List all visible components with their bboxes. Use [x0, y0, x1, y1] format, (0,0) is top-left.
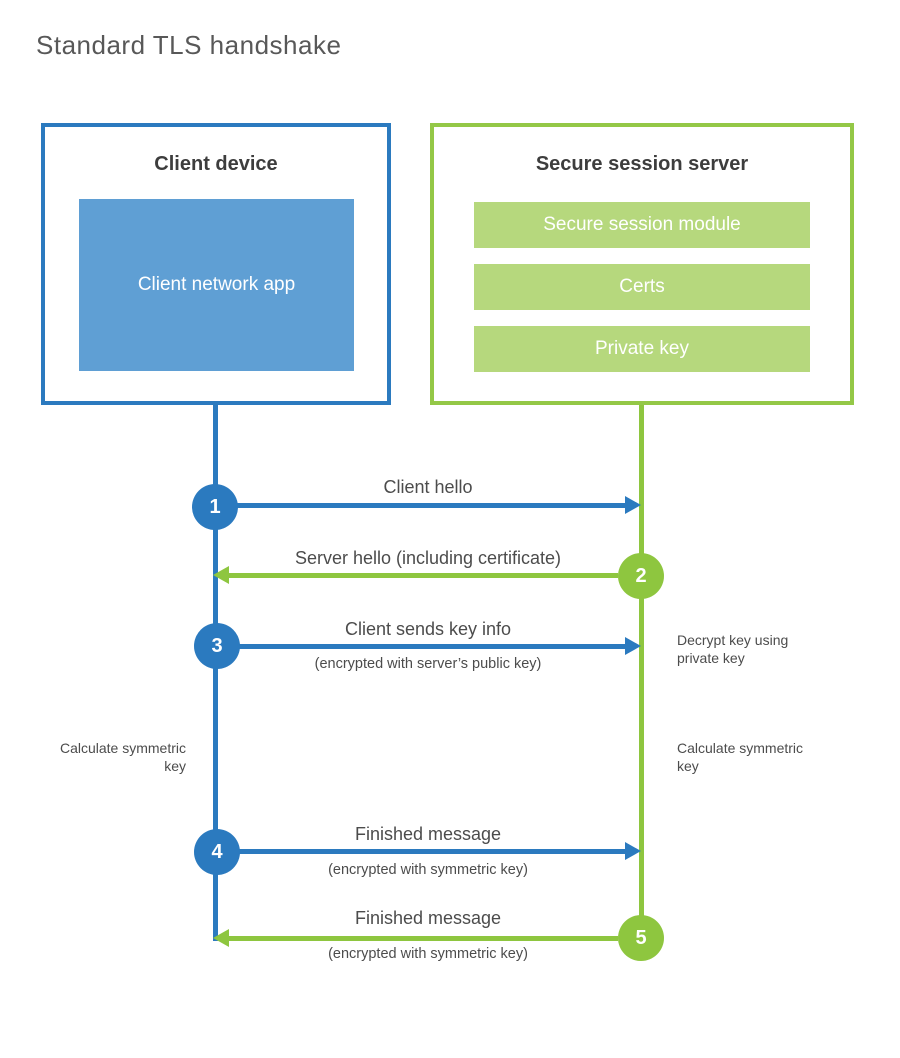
message-label-finished-client: Finished message	[354, 824, 502, 844]
arrowhead-right-icon	[625, 842, 641, 860]
client-device-title: Client device	[154, 153, 278, 175]
arrowhead-right-icon	[625, 496, 641, 514]
note-calculate-symmetric-key-right: Calculate symmetric key	[677, 740, 804, 775]
step-badge-5: 5	[618, 915, 664, 961]
arrowhead-right-icon	[625, 637, 641, 655]
server-module-secure-session: Secure session module	[474, 202, 810, 248]
note-calculate-symmetric-key-left: Calculate symmetric key	[59, 740, 186, 775]
step-badge-2: 2	[618, 553, 664, 599]
step-badge-4: 4	[194, 829, 240, 875]
arrow-key-info	[217, 644, 626, 649]
message-label-client-hello: Client hello	[383, 477, 473, 497]
step-badge-1: 1	[192, 484, 238, 530]
client-network-app-box: Client network app	[79, 199, 354, 371]
message-sublabel-finished-server: (encrypted with symmetric key)	[328, 946, 528, 962]
message-sublabel-finished-client: (encrypted with symmetric key)	[328, 862, 528, 878]
message-sublabel-key-info: (encrypted with server’s public key)	[314, 656, 542, 672]
arrow-server-hello	[229, 573, 618, 578]
arrowhead-left-icon	[213, 566, 229, 584]
page-title: Standard TLS handshake	[36, 30, 342, 60]
secure-session-server-box: Secure session server Secure session mod…	[430, 123, 854, 405]
message-label-finished-server: Finished message	[354, 908, 502, 928]
server-lifeline	[639, 405, 644, 941]
note-decrypt-key: Decrypt key using private key	[677, 632, 789, 667]
secure-session-server-title: Secure session server	[535, 153, 749, 175]
message-label-server-hello: Server hello (including certificate)	[294, 548, 562, 568]
client-lifeline	[213, 405, 218, 941]
arrow-finished-client	[217, 849, 626, 854]
server-module-certs: Certs	[474, 264, 810, 310]
client-device-box: Client device Client network app	[41, 123, 391, 405]
arrow-client-hello	[215, 503, 626, 508]
message-label-key-info: Client sends key info	[344, 619, 512, 639]
arrowhead-left-icon	[213, 929, 229, 947]
step-badge-3: 3	[194, 623, 240, 669]
arrow-finished-server	[229, 936, 618, 941]
client-network-app-label: Client network app	[137, 273, 296, 295]
server-module-private-key: Private key	[474, 326, 810, 372]
